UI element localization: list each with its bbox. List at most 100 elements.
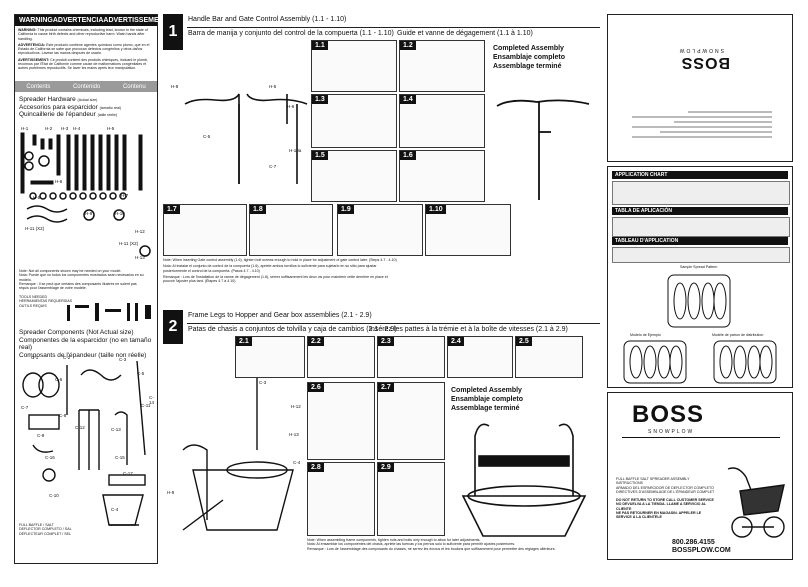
step2-substep-2-4: 2.4 — [447, 336, 513, 378]
boss-line-1: FULL BAFFLE SALT SPREADER ASSEMBLY INSTR… — [616, 477, 690, 486]
warning-header-es: ADVERTENCIA — [52, 17, 104, 24]
application-chart-title-en: APPLICATION CHART — [612, 171, 788, 179]
spread-pattern-diagram-left — [623, 340, 687, 384]
sample-pattern-title-fr: Modèle de patron de distribution — [712, 333, 764, 337]
warning-en-lead: WARNING: — [18, 28, 37, 32]
hardware-label-h3: H-3 — [61, 126, 69, 131]
step2-substep-2-9: 2.9 — [377, 462, 445, 536]
step2-panel: 2 Frame Legs to Hopper and Gear box asse… — [163, 310, 600, 567]
components-title-fr: Composants de l'épandeur (taille non rée… — [19, 351, 147, 359]
application-chart-title-fr: TABLEAU D'APPLICATION — [612, 237, 788, 245]
step1-completed: Completed Assembly Ensamblaje completo A… — [493, 44, 565, 71]
component-label-c11: C-11 — [141, 403, 151, 408]
step2-substep-2-8: 2.8 — [307, 462, 375, 536]
step1-note-es: Nota: Al instalar el conjunto de control… — [163, 264, 377, 273]
tools-en: TOOLS NEEDED — [19, 295, 48, 299]
hardware-note-en: Note: Not all components shown may be ne… — [19, 269, 122, 273]
hardware-label-h2: H-2 — [45, 126, 53, 131]
hardware-title-en-note: (Actual size) — [77, 98, 98, 102]
components-title-es: Componentes de la esparcidor (no en tama… — [19, 336, 152, 352]
spreader-product-image — [727, 467, 785, 538]
component-label-c3: C-3 — [119, 357, 127, 362]
hardware-bolts-illustration — [20, 132, 151, 257]
boss-logo-sub: SNOWPLOW — [648, 429, 695, 435]
step1-completed-es: Ensamblaje completo — [493, 54, 565, 61]
step1-notes: Note: When inserting Gate control assemb… — [163, 258, 398, 283]
boss-logo: BOSS — [632, 401, 705, 428]
sample-pattern-title: Sample Spread Pattern — [680, 265, 718, 269]
hardware-note-fr: Remarque : Il se peut que certains des c… — [19, 281, 137, 291]
boss-phone: 800.286.4155 — [672, 539, 715, 546]
step2-rule — [187, 323, 600, 324]
substep-1-6-label: 1.6 — [400, 151, 416, 160]
component-label-c8: C-8 — [59, 413, 67, 418]
step1-title-en: Handle Bar and Gate Control Assembly (1.… — [188, 16, 347, 23]
substep-2-5-label: 2.5 — [516, 337, 532, 346]
step1-handle-illustration — [184, 93, 308, 184]
boss-top-sub: SNOWPLOW — [677, 47, 724, 53]
text-line — [632, 136, 772, 138]
tools-illustration — [67, 303, 151, 321]
substep-2-3-label: 2.3 — [378, 337, 394, 346]
step1-substep-1-1: 1.1 — [311, 40, 397, 92]
boss-line-3: DIRECTIVES D'ASSEMBLAGE DE L'ÉPANDEUR CO… — [616, 489, 715, 494]
contents-es: Contenido — [72, 83, 101, 90]
step1-label-h5: H-5 — [269, 84, 277, 89]
substep-1-3-label: 1.3 — [312, 95, 328, 104]
component-label-c12: C-12 — [75, 425, 85, 430]
warning-en-text: This product contains chemicals, includi… — [18, 28, 148, 41]
boss-line-5: NO DEVUELVA A LA TIENDA. LLAME A SERVICI… — [616, 502, 707, 511]
hardware-label-h13: H-13 — [135, 255, 145, 260]
boss-site: BOSSPLOW.COM — [672, 547, 731, 554]
warning-header-fr: ADVERTISSEMENT — [103, 17, 168, 24]
application-table-es — [612, 217, 790, 237]
hardware-label-h11-b: H-11 (X2) — [119, 241, 139, 246]
component-label-c7: C-7 — [21, 405, 29, 410]
boss-top-brand: BOSS — [680, 54, 730, 71]
hardware-title: Spreader Hardware (Actual size) Accesori… — [19, 96, 155, 119]
warning-body: WARNING: This product contains chemicals… — [15, 26, 157, 73]
step2-hopper-illustration — [182, 360, 294, 531]
hardware-title-es-note: (tamaño real) — [99, 105, 121, 110]
step1-label-c7: C-7 — [269, 164, 277, 169]
tools-fr: OUTILS REQUIS — [19, 303, 47, 308]
step2-substep-2-3: 2.3 — [377, 336, 445, 378]
baffle-fr: DÉFLECTEUR COMPLET / SEL — [19, 531, 72, 536]
components-illustration — [22, 360, 146, 526]
baffle-caption: FULL BAFFLE / SALT DEFLECTOR COMPLETO / … — [19, 523, 99, 536]
hardware-label-h12: H-12 — [135, 229, 145, 234]
step2-title-fr: Insérez les pattes à la trémie et à la b… — [369, 326, 568, 333]
step2-substep-2-2: 2.2 — [307, 336, 375, 378]
substep-1-7-label: 1.7 — [164, 205, 180, 214]
tools-needed: TOOLS NEEDED HERRAMIENTAS REQUERIDAS OUT… — [19, 295, 79, 308]
contents-en: Contents — [26, 83, 51, 90]
boss-line-4: DO NOT RETURN TO STORE CALL CUSTOMER SER… — [616, 498, 714, 503]
substep-1-1-label: 1.1 — [312, 41, 328, 50]
step1-substep-1-9: 1.9 — [337, 204, 423, 256]
component-label-c16: C-16 — [45, 455, 55, 460]
application-table-en — [612, 181, 790, 205]
component-label-c5: C-5 — [137, 371, 145, 376]
step1-substep-1-10: 1.10 — [425, 204, 511, 256]
components-title: Spreader Components (Not Actual size) Co… — [19, 329, 155, 359]
substep-2-6-label: 2.6 — [308, 383, 324, 392]
warning-fr-text: Ce produit contient des produits chimiqu… — [18, 57, 148, 71]
component-label-c10: C-10 — [49, 493, 59, 498]
step2-completed-es: Ensamblaje completo — [451, 396, 523, 403]
step1-label-h8: H-8 — [171, 84, 179, 89]
component-label-c4: C-4 — [111, 507, 119, 512]
component-label-c13: C-13 — [111, 427, 121, 432]
substep-2-1-label: 2.1 — [236, 337, 252, 346]
contents-fr: Contenu — [122, 83, 146, 90]
substep-1-9-label: 1.9 — [338, 205, 354, 214]
hardware-title-en: Spreader Hardware — [19, 96, 76, 103]
hardware-title-es: Accesorios para esparcidor — [19, 103, 98, 111]
step2-completed-en: Completed Assembly — [451, 387, 522, 394]
step1-note-fr: Remarque : Lors de l'installation de la … — [163, 274, 388, 284]
application-chart-panel: APPLICATION CHART TABLA DE APLICACIÓN TA… — [607, 166, 793, 388]
step1-substep-1-7: 1.7 — [163, 204, 247, 256]
hardware-label-h10: H-10 — [115, 211, 125, 216]
hardware-title-fr: Quincaillerie de l'épandeur — [19, 111, 96, 118]
hardware-label-h8: H-8 — [33, 195, 41, 200]
warning-es-text: Este producto contiene agentes químicos … — [18, 42, 150, 56]
